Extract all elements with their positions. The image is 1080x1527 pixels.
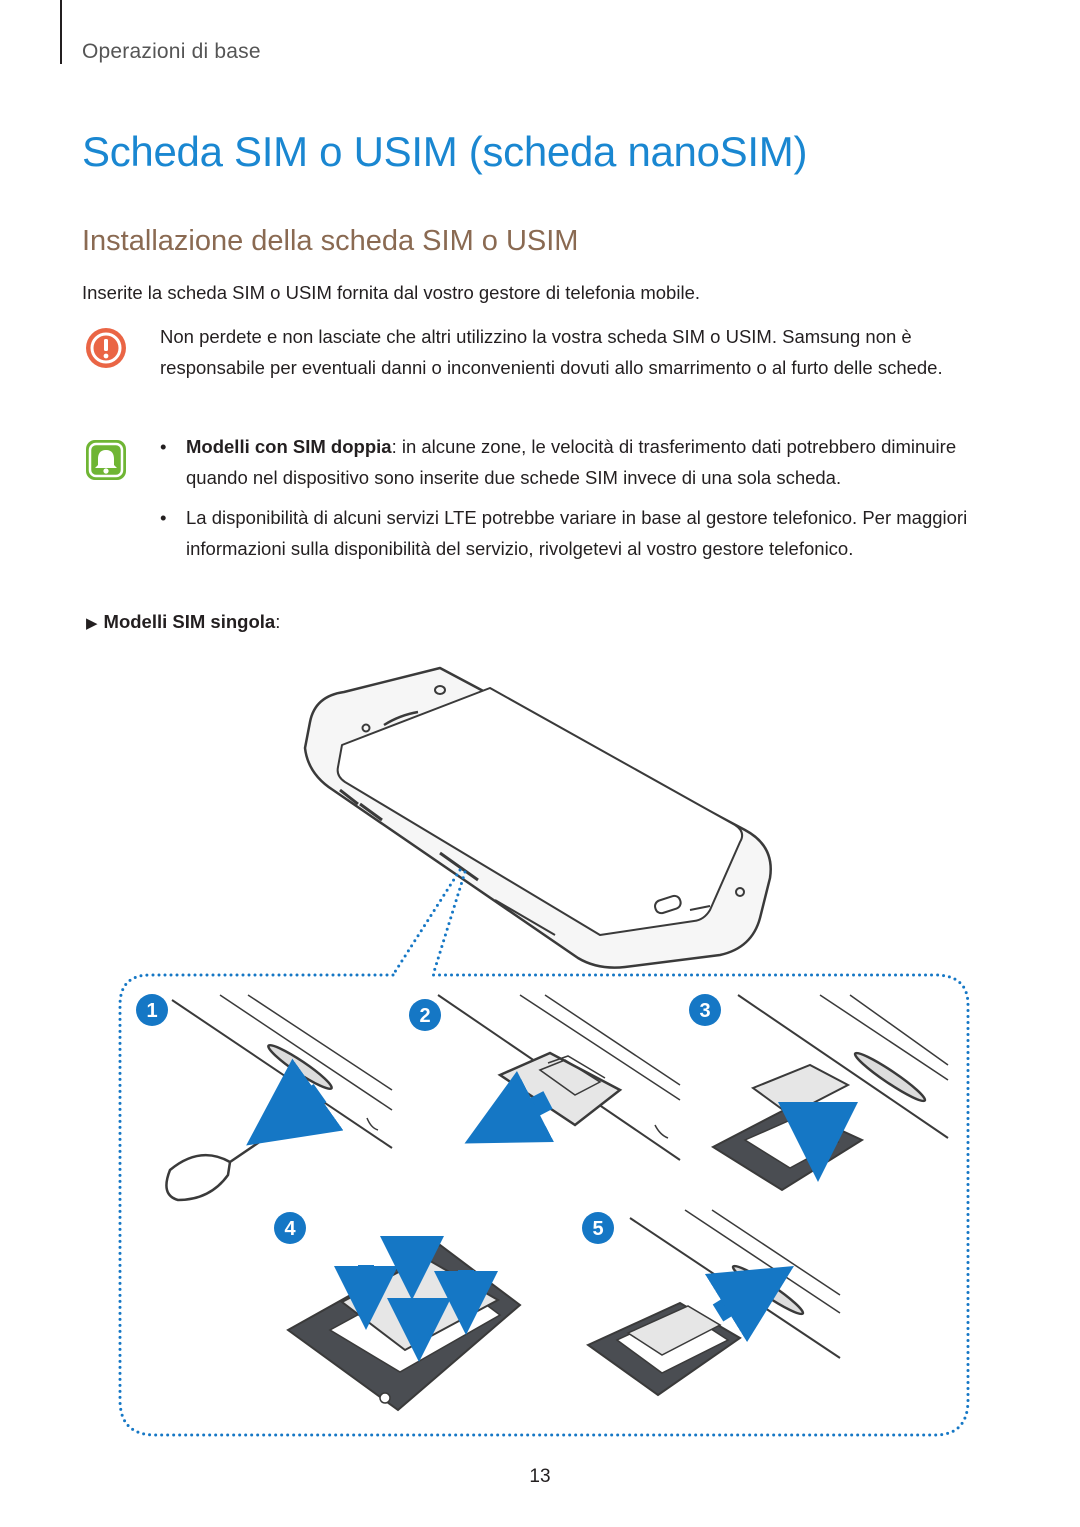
note-bullet-text: La disponibilità di alcuni servizi LTE p… <box>186 507 968 559</box>
section-subtitle: Installazione della scheda SIM o USIM <box>82 225 579 257</box>
models-label-bold: Modelli SIM singola <box>103 611 276 632</box>
page-number: 13 <box>529 1466 551 1487</box>
step-2-number: 2 <box>419 1005 430 1027</box>
intro-paragraph: Inserite la scheda SIM o USIM fornita da… <box>82 282 700 303</box>
step-3-badge <box>689 994 721 1026</box>
note-bullet-bold: Modelli con SIM doppia <box>186 436 392 457</box>
step-4-number: 4 <box>284 1218 296 1240</box>
step-5-number: 5 <box>592 1218 603 1240</box>
section-header: Operazioni di base <box>82 40 261 63</box>
header-rule <box>60 0 62 64</box>
note-bullet: •La disponibilità di alcuni servizi LTE … <box>160 507 968 559</box>
models-label: ▶ Modelli SIM singola: <box>86 611 280 633</box>
step-1-drawing <box>165 994 393 1202</box>
note-list: •Modelli con SIM doppia: in alcune zone,… <box>160 431 1020 573</box>
phone-drawing <box>303 666 772 969</box>
step-2-badge <box>409 999 441 1031</box>
caution-icon <box>86 328 126 368</box>
models-label-suffix: : <box>275 611 281 632</box>
step-5-badge <box>582 1212 614 1244</box>
caution-text: Non perdete e non lasciate che altri uti… <box>160 326 943 378</box>
step-3-drawing <box>710 994 949 1192</box>
step-5-drawing <box>586 1209 841 1397</box>
callout-frame <box>118 868 970 1437</box>
note-bullet-text: : in alcune zone, le velocità di trasfer… <box>186 436 957 488</box>
step-1-number: 1 <box>146 1000 157 1022</box>
triangle-icon: ▶ <box>86 615 98 632</box>
step-3-number: 3 <box>699 1000 710 1022</box>
page-title: Scheda SIM o USIM (scheda nanoSIM) <box>82 128 808 175</box>
step-4-badge <box>274 1212 306 1244</box>
step-2-drawing <box>437 994 681 1161</box>
note-bullet: •Modelli con SIM doppia: in alcune zone,… <box>160 436 957 488</box>
step-4-drawing <box>286 1236 522 1412</box>
bell-icon <box>86 440 126 480</box>
step-1-badge <box>136 994 168 1026</box>
